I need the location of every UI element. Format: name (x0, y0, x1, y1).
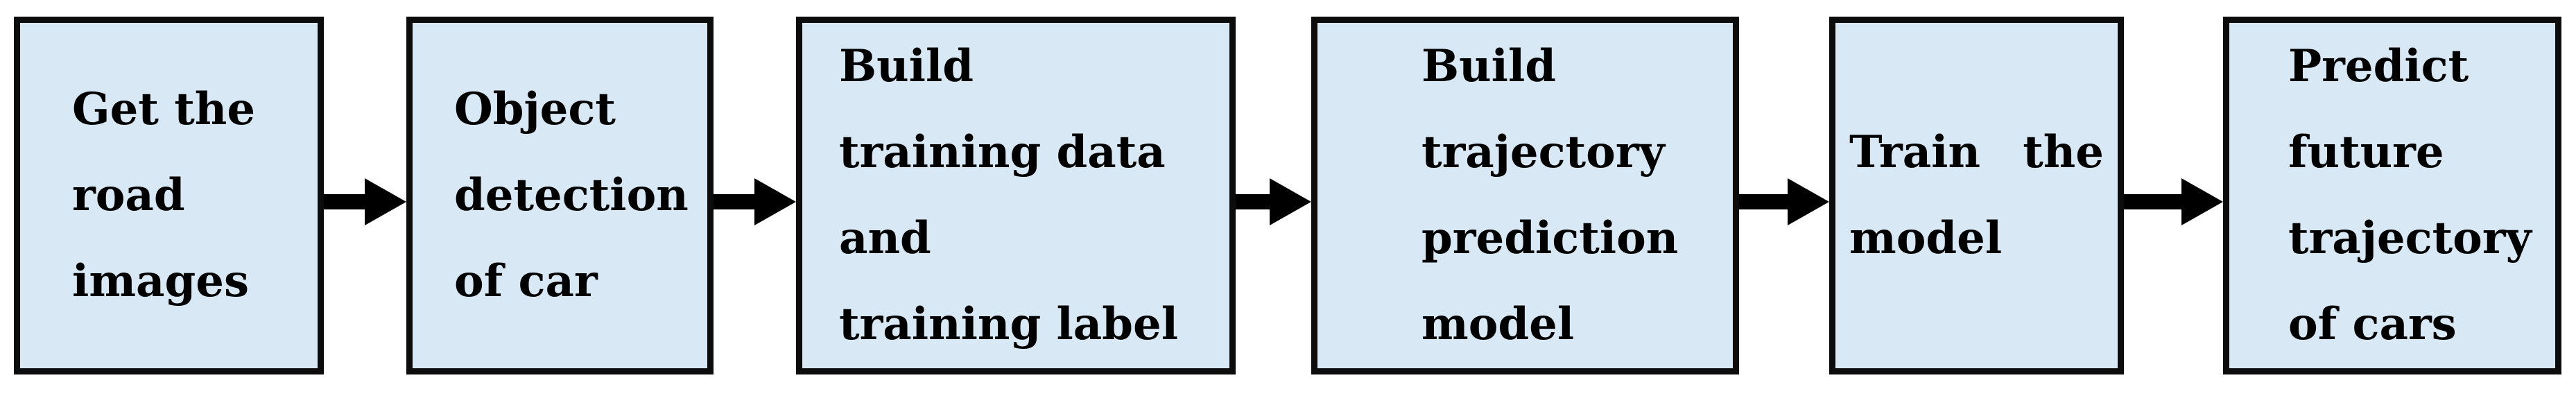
step-text-line: road (72, 169, 185, 221)
step-text-line: images (72, 255, 249, 307)
step-text-line: Build (839, 40, 974, 92)
step-text-line: Build (1421, 40, 1556, 92)
step-text-line: detection (454, 169, 689, 221)
step-text-line: of car (454, 255, 598, 307)
flow-step-object-detection-of-car: Object detection of car (406, 17, 714, 374)
step-text-line: of cars (2288, 298, 2457, 350)
step-text-line: future (2288, 126, 2444, 178)
flow-step-train-the-model: Train the model (1829, 17, 2124, 374)
step-text-line: Predict (2288, 40, 2469, 92)
arrow-right-icon (714, 178, 796, 225)
arrow-right-icon (1739, 178, 1829, 225)
step-text-line: model (1421, 298, 1575, 350)
arrow-right-icon (2124, 178, 2223, 225)
step-text-line: trajectory (1421, 126, 1665, 178)
step-text-line: prediction (1421, 212, 1679, 264)
step-text-line: training label (839, 298, 1179, 350)
step-text-line: model (1849, 212, 2003, 264)
flow-step-predict-future-trajectory: Predict future trajectory of cars (2223, 17, 2561, 374)
flow-step-build-trajectory-prediction-model: Build trajectory prediction model (1311, 17, 1739, 374)
arrow-right-icon (324, 178, 406, 225)
step-text-line: training data (839, 126, 1166, 178)
step-text-line: trajectory (2288, 212, 2532, 264)
flow-step-get-road-images: Get the road images (14, 17, 324, 374)
step-text-line: Object (454, 83, 616, 135)
arrow-right-icon (1236, 178, 1311, 225)
step-text-line: Train the (1849, 126, 2104, 178)
step-text-line: and (839, 212, 931, 264)
flow-step-build-training-data-and-label: Build training data and training label (796, 17, 1236, 374)
step-text-line: Get the (72, 83, 256, 135)
